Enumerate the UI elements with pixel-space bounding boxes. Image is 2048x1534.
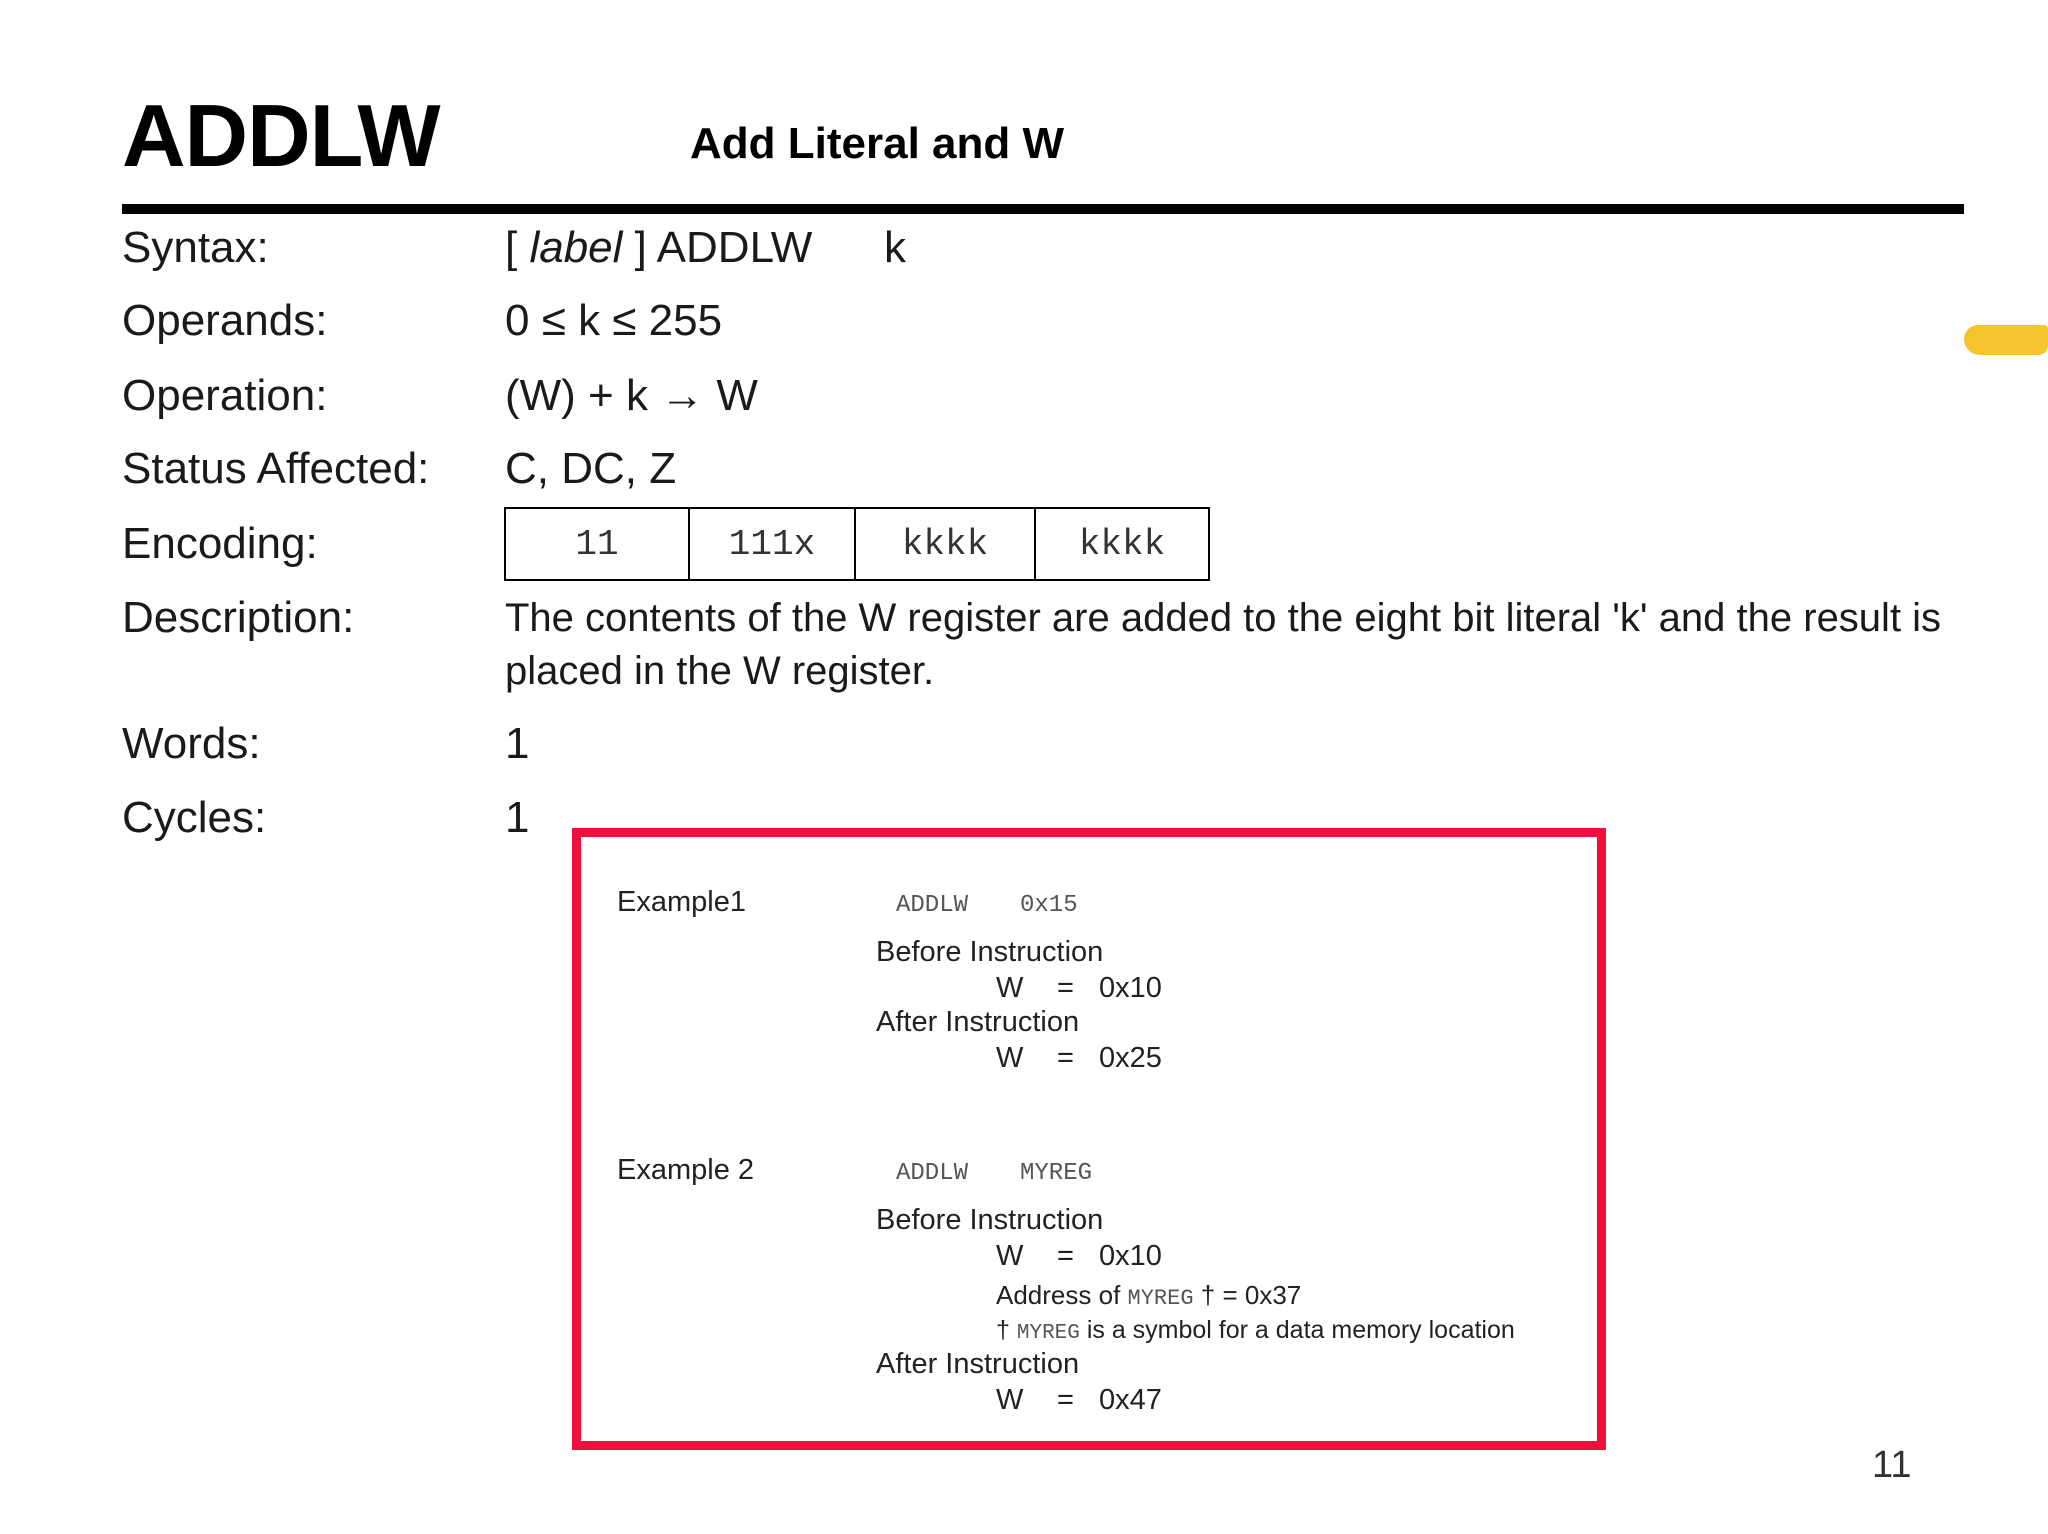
syntax-suffix: ] ADDLW xyxy=(622,223,813,272)
cycles-label: Cycles: xyxy=(122,793,267,842)
example1-before-heading: Before Instruction xyxy=(876,936,1104,968)
example2-before-w: W xyxy=(996,1240,1024,1272)
example-box xyxy=(572,828,1606,1450)
encoding-cell: kkkk xyxy=(854,509,1034,579)
operation-value: (W) + k → W xyxy=(505,371,758,420)
example1-before-eq: = xyxy=(1057,972,1074,1004)
example1-instruction: ADDLW xyxy=(896,892,969,919)
example2-after-heading: After Instruction xyxy=(876,1348,1080,1380)
example2-before-eq: = xyxy=(1057,1240,1074,1272)
example1-label: Example1 xyxy=(617,886,746,918)
operands-label: Operands: xyxy=(122,296,328,345)
syntax-operand: k xyxy=(884,223,906,272)
header-divider xyxy=(122,204,1964,214)
status-label: Status Affected: xyxy=(122,444,430,493)
address-value: † = 0x37 xyxy=(1200,1280,1302,1310)
address-symbol: MYREG xyxy=(1127,1286,1194,1311)
status-value: C, DC, Z xyxy=(505,444,677,493)
example1-after-eq: = xyxy=(1057,1042,1074,1074)
syntax-prefix: [ xyxy=(505,223,530,272)
encoding-cell: 11 xyxy=(575,523,619,565)
highlighter-mark xyxy=(1964,325,2048,355)
words-value: 1 xyxy=(505,719,530,768)
syntax-label: Syntax: xyxy=(122,223,269,272)
example2-address-line: Address of MYREG † = 0x37 xyxy=(996,1282,1301,1310)
example2-after-w: W xyxy=(996,1384,1024,1416)
words-label: Words: xyxy=(122,719,261,768)
example2-operand: MYREG xyxy=(1020,1160,1093,1187)
example2-before-heading: Before Instruction xyxy=(876,1204,1104,1236)
syntax-value: [ label ] ADDLW xyxy=(505,226,812,270)
cycles-value: 1 xyxy=(505,793,530,842)
encoding-label: Encoding: xyxy=(122,519,318,568)
example2-label: Example 2 xyxy=(617,1154,755,1186)
description-value: The contents of the W register are added… xyxy=(505,596,1942,693)
note-symbol: MYREG xyxy=(1016,1322,1080,1345)
example1-after-w: W xyxy=(996,1042,1024,1074)
example2-before-value: 0x10 xyxy=(1099,1240,1162,1272)
note-text: is a symbol for a data memory location xyxy=(1086,1316,1515,1344)
example1-after-heading: After Instruction xyxy=(876,1006,1080,1038)
description-label: Description: xyxy=(122,593,355,642)
example2-note: † MYREG is a symbol for a data memory lo… xyxy=(996,1316,1515,1345)
example2-after-eq: = xyxy=(1057,1384,1074,1416)
instruction-mnemonic: ADDLW xyxy=(122,86,441,185)
example2-after-value: 0x47 xyxy=(1099,1384,1162,1416)
example1-before-w: W xyxy=(996,972,1024,1004)
instruction-title: Add Literal and W xyxy=(690,119,1064,168)
example1-before-value: 0x10 xyxy=(1099,972,1162,1004)
page-number: 11 xyxy=(1872,1444,1912,1486)
operation-label: Operation: xyxy=(122,371,328,420)
example1-operand: 0x15 xyxy=(1020,892,1078,919)
example1-after-value: 0x25 xyxy=(1099,1042,1162,1074)
note-dagger: † xyxy=(996,1316,1010,1344)
address-prefix: Address of xyxy=(996,1280,1121,1310)
encoding-cell: 111x xyxy=(688,509,854,579)
encoding-table: 11 111x kkkk kkkk xyxy=(504,507,1210,581)
operands-value: 0 ≤ k ≤ 255 xyxy=(505,296,723,345)
syntax-label-italic: label xyxy=(529,223,623,272)
example2-instruction: ADDLW xyxy=(896,1160,969,1187)
encoding-cell: kkkk xyxy=(1034,509,1208,579)
